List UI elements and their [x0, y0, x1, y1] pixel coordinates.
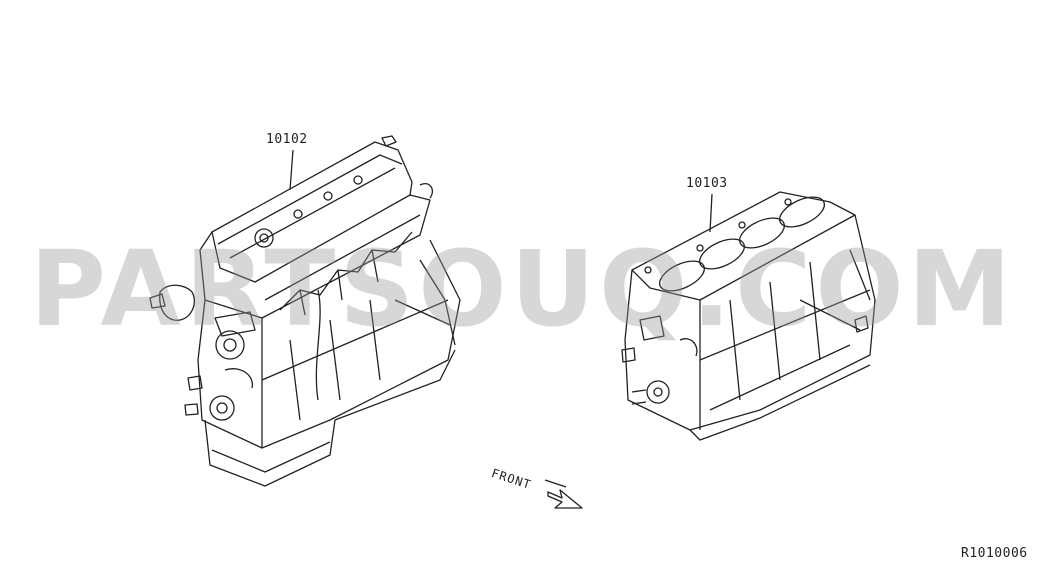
part-number-label[interactable]: 10103 [686, 176, 728, 191]
part-number-label[interactable]: 10102 [266, 132, 308, 147]
engine-assembly-drawing[interactable] [149, 135, 461, 487]
short-block-drawing[interactable] [621, 191, 876, 441]
reference-code: R1010006 [961, 546, 1028, 561]
front-arrow-icon [544, 479, 583, 509]
